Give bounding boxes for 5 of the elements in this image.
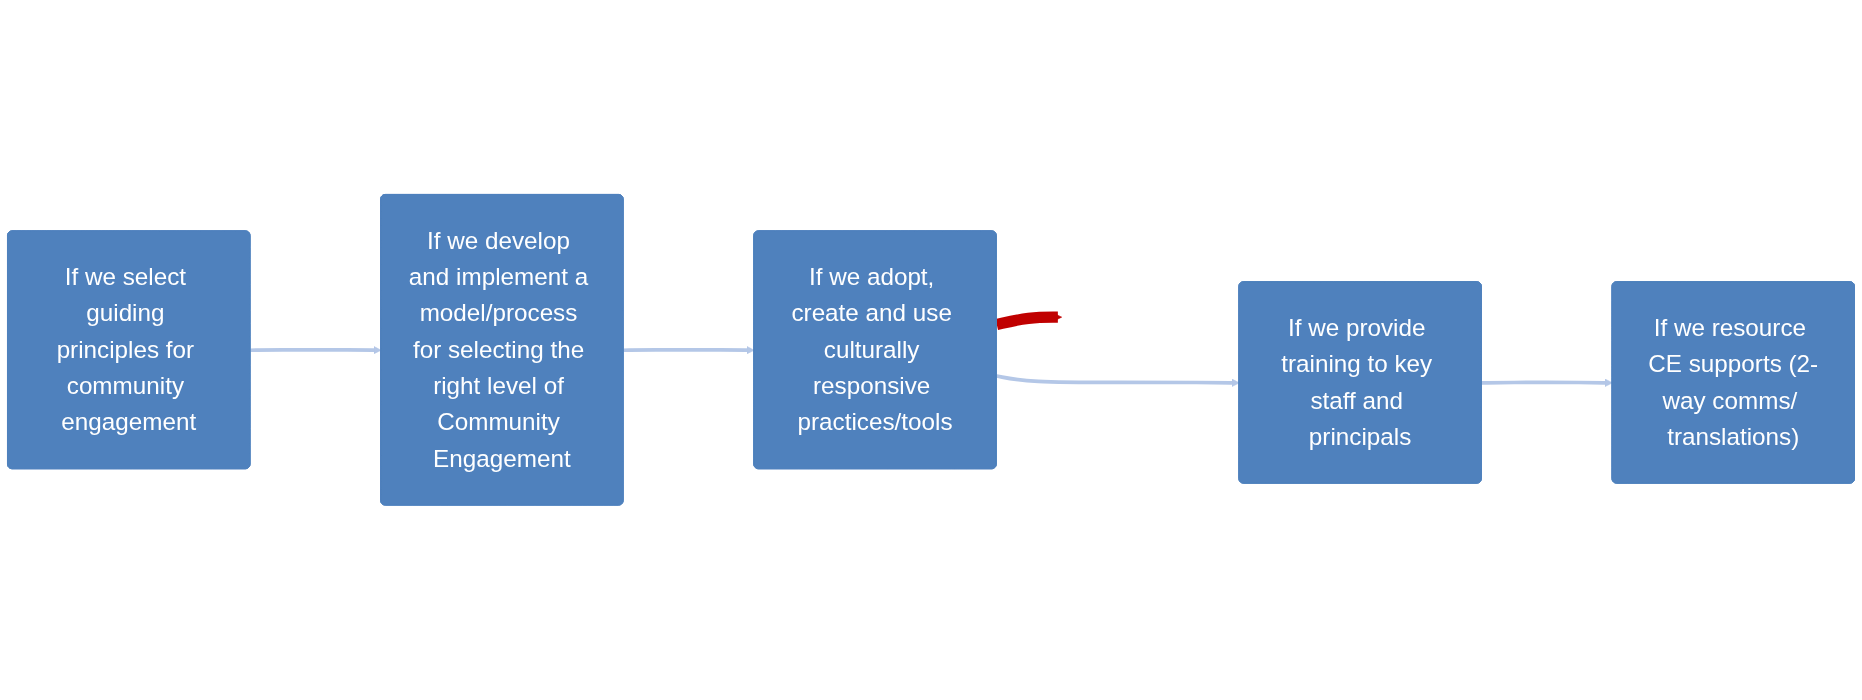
arrow (995, 311, 1062, 331)
arrow (1481, 378, 1613, 388)
arrow (250, 346, 382, 355)
arrow (996, 374, 1240, 388)
arrow (623, 346, 755, 355)
